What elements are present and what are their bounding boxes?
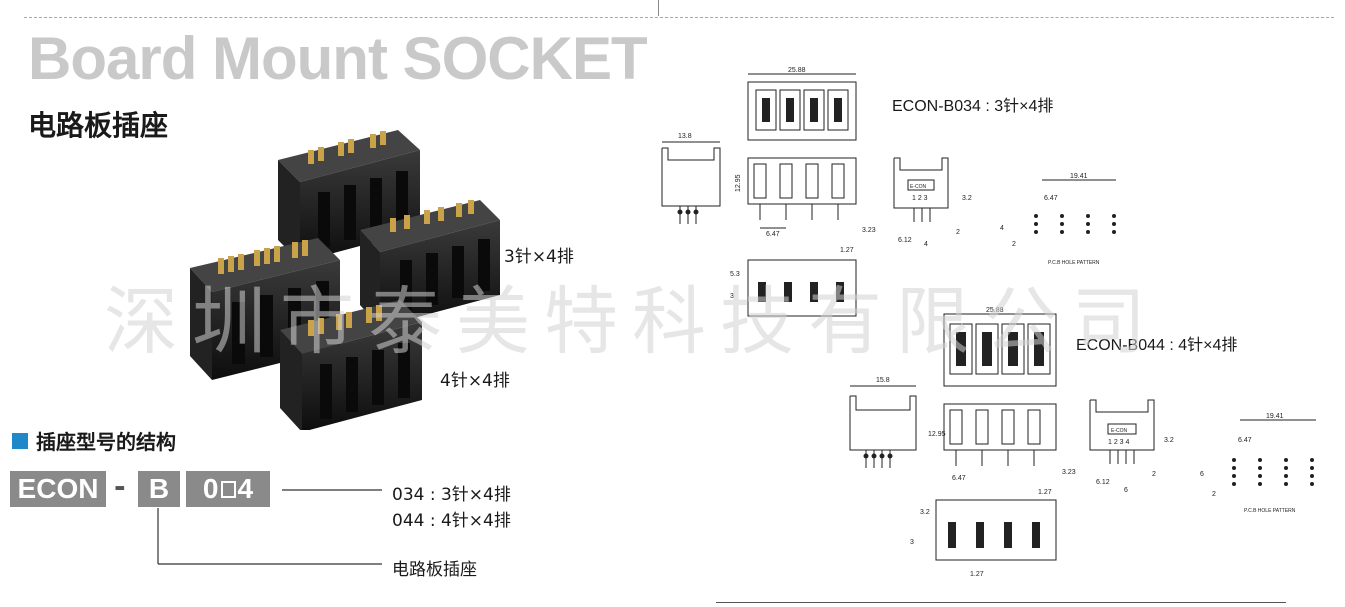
b034-dim-pitch: 6.47 (766, 231, 780, 238)
b044-pins: 1 2 3 4 (1108, 439, 1130, 446)
product-photo (190, 130, 500, 430)
b044-dim-width: 25.88 (986, 307, 1004, 314)
b044-pcb-pitch: 6.47 (1238, 437, 1252, 444)
bottom-rule (716, 602, 1286, 603)
code-separator: - (114, 470, 126, 503)
b044-dim-top: 3.2 (1164, 437, 1174, 444)
b044-right-view: E-CON 1 2 3 4 3.2 6.12 6 2 (1089, 399, 1174, 494)
company-watermark: 深圳市泰美特科技有限公司 (104, 279, 1160, 365)
page-subtitle: 电路板插座 (28, 109, 169, 142)
model-label-b034: ECON-B034 : 3针×4排 (892, 98, 1054, 115)
b044-dim-height: 12.95 (928, 431, 946, 438)
b034-pcb-caption: P.C.B HOLE PATTERN (1048, 260, 1100, 266)
b044-dim-depth: 15.8 (876, 377, 890, 384)
b034-bottom-view: 1.27 5.3 3 (730, 247, 857, 317)
b034-dim-pin-pitch: 1.27 (840, 247, 854, 254)
model-label-b044: ECON-B044 : 4针×4排 (1076, 337, 1238, 354)
code-part-number: 0 4 (186, 471, 270, 507)
b044-top-view: 25.88 (943, 307, 1057, 387)
b044-dim-side-c: 2 (1152, 471, 1156, 478)
b044-pcb-pattern: 19.41 6.47 6 2 P.C.B HOLE PATTERN (1200, 413, 1316, 514)
drawing-b034: 25.88 13.8 12.95 6.47 3.23 1.27 5.3 3 E-… (661, 67, 1116, 317)
socket-right (360, 200, 500, 327)
b044-dim-gap: 3 (910, 539, 914, 546)
b044-bottom-view: 1.27 3.2 3 1.27 (910, 489, 1057, 578)
b044-dim-pin-pitch: 1.27 (1038, 489, 1052, 496)
b034-pins: 1 2 3 (912, 195, 928, 202)
b034-dim-width: 25.88 (788, 67, 806, 74)
b044-chip-label: E-CON (1111, 428, 1128, 434)
code-digit-0: 0 (202, 473, 219, 504)
b044-side-view: 15.8 (849, 377, 917, 468)
drawing-b044: 25.88 15.8 12.95 6.47 3.23 1.27 3.2 3 1.… (849, 307, 1316, 578)
b034-pcb-pitch: 6.47 (1044, 195, 1058, 202)
option-044: 044 : 4针×4排 (392, 511, 511, 531)
b044-pcb-row: 6 (1200, 471, 1204, 478)
photo-label-4x4: 4针×4排 (440, 371, 510, 391)
b044-dim-side-a: 6.12 (1096, 479, 1110, 486)
b044-dim-row: 3.2 (920, 509, 930, 516)
b044-pcb-side: 2 (1212, 491, 1216, 498)
socket-bottom (280, 300, 422, 430)
b034-dim-height: 12.95 (735, 174, 742, 192)
code-digit-4: 4 (237, 473, 254, 504)
top-dashed-rule (24, 17, 1334, 18)
b044-pcb-caption: P.C.B HOLE PATTERN (1244, 508, 1296, 514)
type-label: 电路板插座 (392, 560, 477, 580)
b044-dim-pitch: 6.47 (952, 475, 966, 482)
b034-chip-label: E-CON (910, 184, 927, 190)
b034-dim-side-a: 6.12 (898, 237, 912, 244)
b034-dim-row: 5.3 (730, 271, 740, 278)
code-part-econ: ECON (10, 471, 106, 507)
b034-pcb-pattern: 19.41 6.47 4 2 P.C.B HOLE PATTERN (1000, 173, 1116, 266)
b034-dim-gap: 3 (730, 293, 734, 300)
b034-pcb-width: 19.41 (1070, 173, 1088, 180)
b034-pcb-row: 4 (1000, 225, 1004, 232)
b034-side-view: 13.8 (661, 133, 721, 224)
b034-dim-side-c: 2 (956, 229, 960, 236)
b034-top-view: 25.88 (747, 67, 857, 141)
b044-dim-side-b: 6 (1124, 487, 1128, 494)
structure-heading-text: 插座型号的结构 (36, 430, 176, 454)
b034-dim-top: 3.2 (962, 195, 972, 202)
section-marker-icon (12, 432, 28, 449)
option-034: 034 : 3针×4排 (392, 485, 511, 505)
b034-front-view: 12.95 6.47 3.23 (735, 157, 876, 238)
code-part-b: B (138, 471, 180, 507)
b034-right-view: E-CON 1 2 3 3.2 6.12 4 2 (893, 157, 972, 248)
b034-dim-offset: 3.23 (862, 227, 876, 234)
b034-dim-depth: 13.8 (678, 133, 692, 140)
b044-dim-pin-pitch-bottom: 1.27 (970, 571, 984, 578)
page-title: Board Mount SOCKET (28, 25, 648, 92)
b044-dim-offset: 3.23 (1062, 469, 1076, 476)
structure-connector-lines (157, 489, 382, 565)
b044-front-view: 12.95 6.47 3.23 (928, 403, 1076, 482)
code-placeholder-square (220, 480, 236, 498)
photo-label-3x4: 3针×4排 (504, 247, 574, 267)
top-center-tick (658, 0, 659, 16)
b034-pcb-side: 2 (1012, 241, 1016, 248)
b044-pcb-width: 19.41 (1266, 413, 1284, 420)
b034-dim-side-b: 4 (924, 241, 928, 248)
structure-heading: 插座型号的结构 (12, 426, 176, 455)
